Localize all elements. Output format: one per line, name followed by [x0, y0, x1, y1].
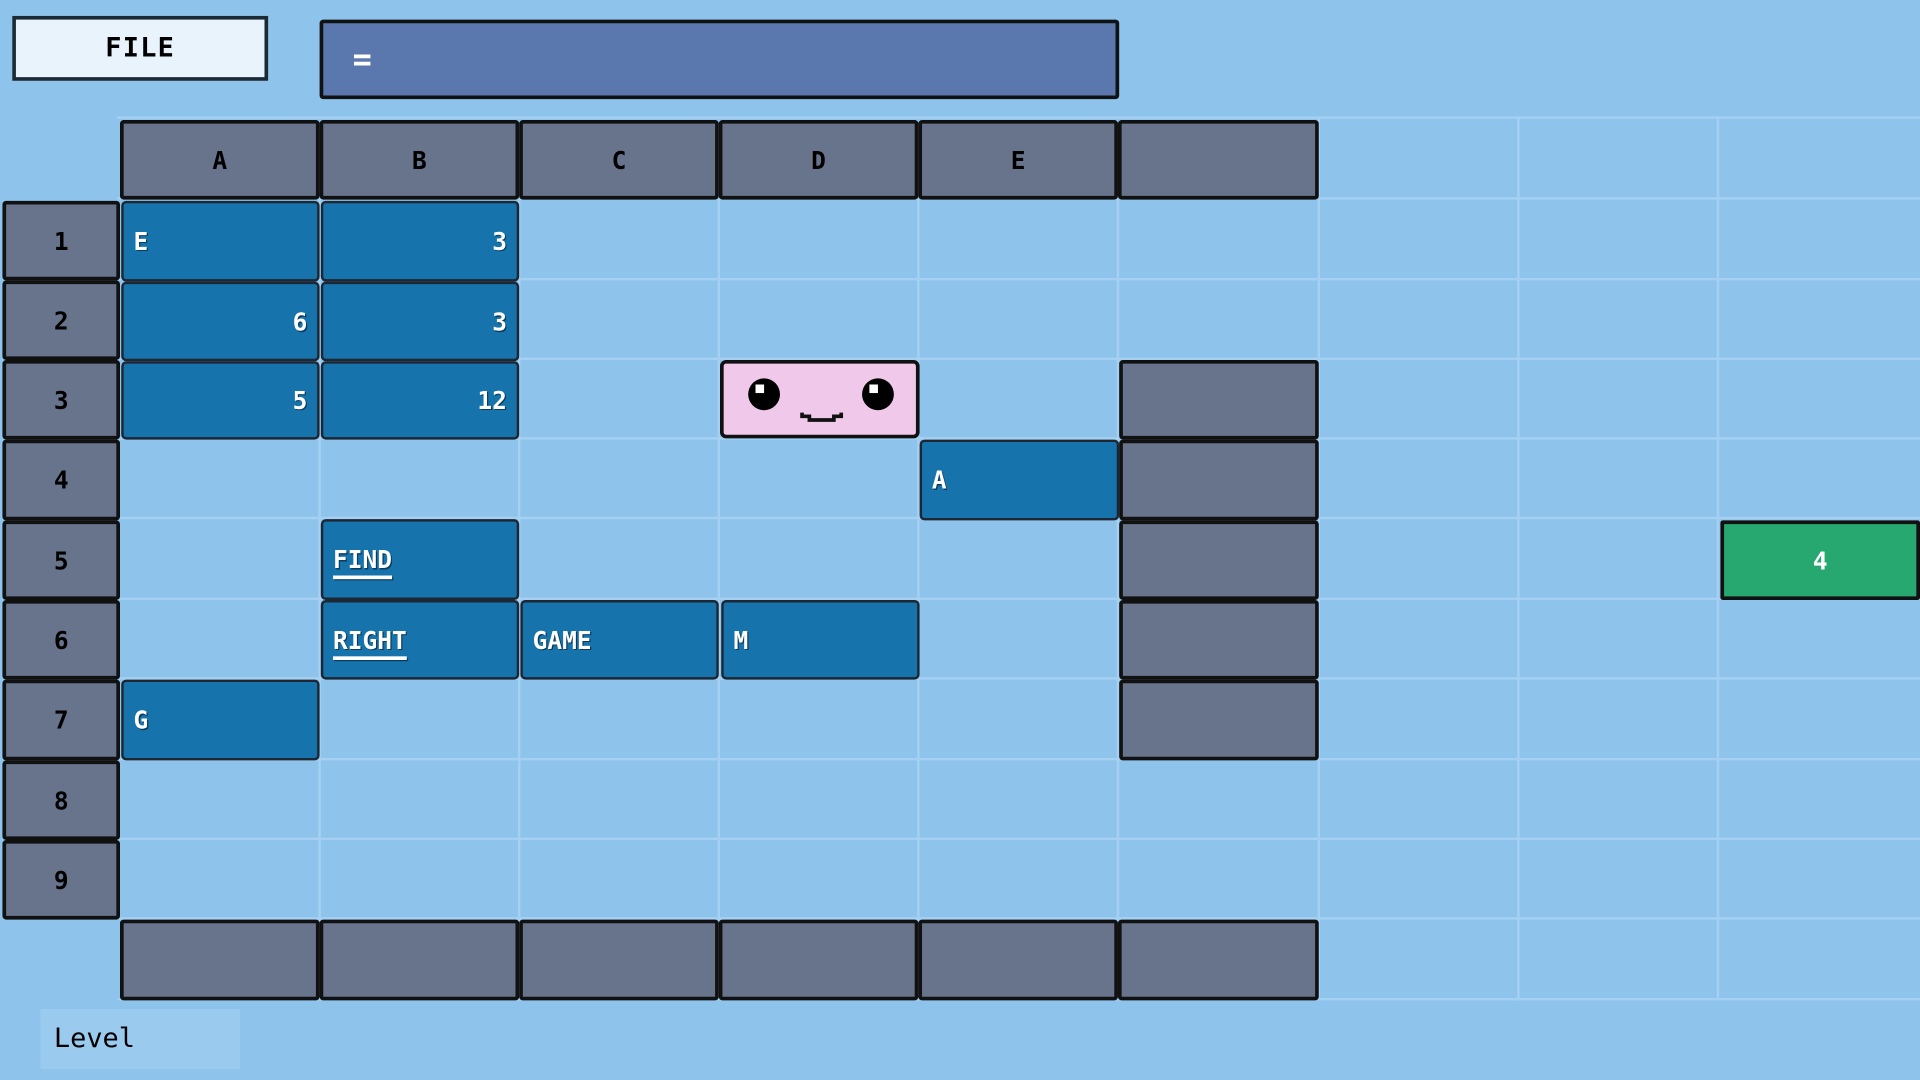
- footer-block: [918, 919, 1118, 1001]
- grid-line: [117, 116, 1920, 119]
- row-header-2[interactable]: 2: [2, 280, 121, 361]
- footer-block: [718, 919, 919, 1001]
- grid-line: [1517, 116, 1520, 1001]
- cell-b1[interactable]: 3: [320, 200, 520, 282]
- wall-block: [1119, 600, 1319, 680]
- cell-b2[interactable]: 3: [320, 281, 520, 362]
- grid-line: [318, 195, 321, 925]
- wall-block: [1119, 679, 1319, 761]
- cell-value: A: [931, 465, 947, 495]
- row-header-label: 7: [53, 705, 69, 735]
- file-button-label: FILE: [105, 33, 176, 64]
- cell-a1[interactable]: E: [121, 200, 320, 282]
- cell-d6[interactable]: M: [721, 600, 920, 680]
- column-header-e[interactable]: E: [918, 120, 1118, 200]
- row-header-1[interactable]: 1: [2, 200, 121, 281]
- column-header-label: A: [212, 145, 228, 175]
- cell-value: RIGHT: [333, 625, 407, 655]
- grid-line: [117, 757, 1920, 761]
- wall-block: [1119, 520, 1319, 601]
- column-header-label: B: [412, 145, 427, 175]
- grid-line: [517, 195, 521, 925]
- level-text: Level: [53, 1023, 135, 1055]
- row-header-label: 8: [53, 785, 69, 815]
- grid-line: [117, 917, 1920, 920]
- equals-icon: =: [352, 41, 372, 78]
- cell-b5[interactable]: FIND: [320, 519, 520, 601]
- grid-line: [1317, 116, 1321, 1001]
- row-header-3[interactable]: 3: [2, 360, 121, 440]
- cell-e4[interactable]: A: [919, 439, 1120, 521]
- cell-value: GAME: [532, 625, 592, 655]
- footer-block: [120, 919, 320, 1001]
- row-header-label: 3: [53, 385, 69, 415]
- cell-value: E: [133, 226, 149, 256]
- grid-line: [917, 195, 920, 925]
- wall-block: [1119, 439, 1319, 521]
- column-header-d[interactable]: D: [718, 120, 919, 200]
- cell-value: FIND: [333, 544, 393, 575]
- cell-value: 6: [292, 306, 308, 337]
- row-header-label: 4: [53, 465, 69, 495]
- grid-line: [1116, 195, 1120, 925]
- column-header-a[interactable]: A: [120, 120, 320, 200]
- cell-b3[interactable]: 12: [320, 361, 520, 440]
- cell-c6[interactable]: GAME: [520, 600, 719, 680]
- cell-value: 3: [492, 226, 507, 256]
- row-header-8[interactable]: 8: [2, 760, 121, 841]
- left-eye-icon: [748, 378, 781, 411]
- cell-b6[interactable]: RIGHT: [320, 600, 520, 680]
- grid-line: [117, 597, 1920, 601]
- row-header-5[interactable]: 5: [2, 520, 121, 601]
- formula-bar[interactable]: =: [319, 19, 1120, 100]
- grid-line: [117, 837, 1920, 841]
- player-character[interactable]: [720, 360, 920, 439]
- cell-value: 5: [292, 385, 308, 416]
- goal-cell[interactable]: 4: [1720, 520, 1920, 601]
- footer-block: [319, 919, 520, 1001]
- row-header-4[interactable]: 4: [2, 439, 121, 521]
- cell-value: M: [733, 625, 749, 655]
- grid-line: [117, 437, 1920, 440]
- footer-block: [1117, 919, 1319, 1001]
- smile-icon: [800, 412, 844, 422]
- column-header-label: D: [811, 145, 826, 175]
- right-eye-icon: [862, 378, 894, 411]
- grid-line: [117, 677, 1920, 680]
- cell-a2[interactable]: 6: [121, 281, 320, 362]
- row-header-label: 5: [53, 545, 69, 575]
- column-header-label: C: [611, 145, 627, 175]
- grid-line: [117, 357, 1920, 361]
- cell-a3[interactable]: 5: [121, 361, 320, 440]
- row-header-6[interactable]: 6: [2, 600, 121, 680]
- cell-value: 3: [492, 306, 507, 337]
- column-header-f[interactable]: [1117, 120, 1319, 200]
- footer-block: [519, 919, 719, 1001]
- column-header-label: E: [1010, 145, 1026, 175]
- row-header-label: 2: [53, 305, 69, 335]
- grid-line: [1716, 116, 1720, 1001]
- row-header-label: 9: [53, 865, 69, 895]
- column-header-b[interactable]: B: [319, 120, 520, 200]
- wall-block: [1119, 360, 1319, 440]
- file-button[interactable]: FILE: [12, 15, 269, 81]
- grid-line: [117, 277, 1920, 281]
- row-header-label: 1: [53, 225, 69, 256]
- grid-line: [717, 195, 721, 925]
- column-header-c[interactable]: C: [519, 120, 719, 200]
- row-header-9[interactable]: 9: [2, 840, 121, 920]
- level-label: Level: [40, 1008, 241, 1069]
- cell-value: 12: [477, 385, 507, 416]
- row-header-7[interactable]: 7: [2, 679, 121, 761]
- row-header-label: 6: [53, 625, 69, 655]
- cell-a7[interactable]: G: [121, 679, 320, 761]
- cell-value: G: [133, 705, 149, 735]
- goal-value: 4: [1812, 545, 1828, 575]
